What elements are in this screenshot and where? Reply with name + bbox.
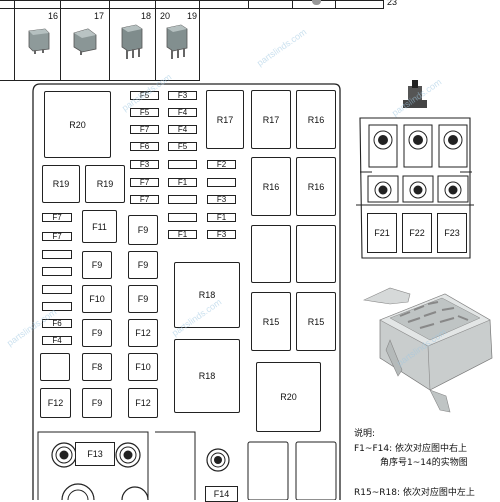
empty-fuse-slot — [168, 160, 197, 169]
fuse: F10 — [128, 353, 158, 381]
fuse: F10 — [82, 285, 112, 313]
relay-r17: R17 — [206, 90, 244, 149]
mini-fuse: F7 — [42, 213, 72, 222]
notes-line: F1~F14: 依次对应图中右上 — [354, 444, 467, 454]
relay-number: 17 — [94, 11, 105, 21]
table-divider — [109, 0, 110, 80]
table-divider — [60, 0, 61, 80]
relay-icon — [121, 24, 143, 59]
relay-number: 16 — [48, 11, 59, 21]
relay-r17: R17 — [251, 90, 291, 149]
empty-fuse-slot — [207, 178, 236, 187]
mini-fuse: F5 — [130, 91, 159, 100]
mini-fuse: F1 — [168, 178, 197, 187]
mini-fuse: F3 — [168, 91, 197, 100]
relay-icon — [28, 28, 50, 54]
fuse: F9 — [82, 251, 112, 279]
table-divider — [199, 0, 200, 80]
mini-fuse: F4 — [168, 125, 197, 134]
relay-r19: R19 — [42, 165, 80, 203]
mini-fuse: F1 — [168, 230, 197, 239]
empty-fuse-slot — [168, 213, 197, 222]
mini-fuse: F7 — [130, 125, 159, 134]
mini-fuse: F5 — [130, 108, 159, 117]
mini-fuse: F1 — [207, 213, 236, 222]
fuse-box-photo — [362, 287, 493, 413]
notes-line: R15~R18: 依次对应图中左上 — [354, 488, 475, 498]
mini-fuse: F7 — [130, 195, 159, 204]
fuse: F9 — [128, 215, 158, 245]
relay-number: 18 — [141, 11, 152, 21]
relay-r20: R20 — [44, 91, 111, 158]
empty-fuse-slot — [42, 302, 72, 311]
notes-line: 角序号1~14的实物图 — [380, 458, 468, 468]
mini-fuse: F3 — [130, 160, 159, 169]
fuse: F12 — [128, 388, 158, 418]
table-divider — [14, 0, 15, 80]
mini-fuse: F4 — [168, 108, 197, 117]
relay-number: 19 — [187, 11, 198, 21]
mini-fuse: F4 — [42, 336, 72, 345]
relay-r16: R16 — [296, 157, 336, 216]
table-divider — [335, 0, 336, 9]
mini-fuse: F7 — [130, 178, 159, 187]
fuse-f23: F23 — [437, 213, 467, 253]
relay-r16: R16 — [251, 157, 291, 216]
mini-fuse: F5 — [168, 142, 197, 151]
fuse-f13: F13 — [75, 442, 115, 466]
empty-relay-slot — [251, 225, 291, 283]
empty-fuse-slot — [168, 195, 197, 204]
relay-r15: R15 — [251, 292, 291, 351]
mini-fuse: F3 — [207, 230, 236, 239]
top-table: 23 16 17 18 20 19 — [0, 0, 500, 82]
table-divider — [292, 0, 293, 9]
fuse: F9 — [82, 319, 112, 347]
fuse: F9 — [82, 388, 112, 418]
relay-r15: R15 — [296, 292, 336, 351]
mini-fuse: F6 — [130, 142, 159, 151]
empty-fuse-slot — [40, 353, 70, 381]
fuse: F12 — [128, 319, 158, 347]
table-divider — [248, 0, 249, 9]
table-divider — [155, 0, 156, 80]
empty-fuse-slot — [42, 267, 72, 276]
relay-r16: R16 — [296, 90, 336, 149]
mini-fuse: F2 — [207, 160, 236, 169]
relay-number: 20 — [160, 11, 171, 21]
relay-r18: R18 — [174, 262, 240, 328]
table-rule — [0, 8, 383, 9]
mini-fuse: F7 — [42, 232, 72, 241]
fuse: F9 — [128, 285, 158, 313]
fuse: F8 — [82, 353, 112, 381]
relay-r19: R19 — [85, 165, 125, 203]
empty-relay-slot — [296, 225, 336, 283]
relay-r18: R18 — [174, 339, 240, 413]
empty-fuse-slot — [42, 250, 72, 259]
mini-fuse: F6 — [42, 319, 72, 328]
relay-icon — [312, 0, 321, 5]
table-rule-top — [0, 0, 383, 1]
notes-title: 说明: — [354, 429, 376, 439]
relay-r20: R20 — [256, 362, 321, 432]
fuse: F9 — [128, 251, 158, 279]
fuse-f21: F21 — [367, 213, 397, 253]
fuse: F12 — [40, 388, 71, 418]
relay-number: 23 — [387, 0, 398, 7]
relay-icon — [73, 28, 97, 55]
fuse: F11 — [82, 210, 117, 243]
table-rule-bottom — [0, 80, 200, 81]
mini-fuse: F3 — [207, 195, 236, 204]
fuse-f22: F22 — [402, 213, 432, 253]
relay-icon — [166, 24, 188, 59]
empty-fuse-slot — [42, 285, 72, 294]
table-divider — [383, 0, 384, 9]
